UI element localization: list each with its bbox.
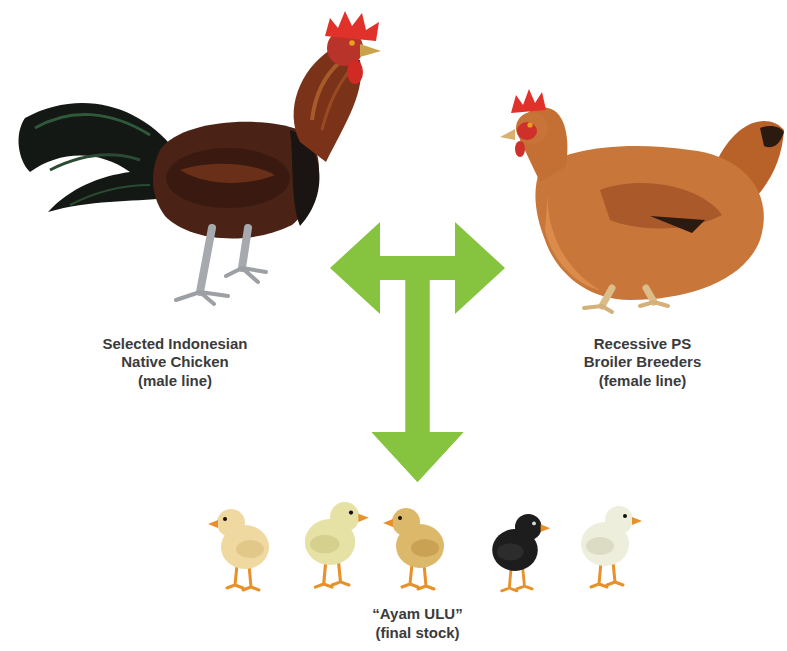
caption-text: (final stock) <box>375 624 459 643</box>
caption-text: (male line) <box>138 372 212 391</box>
figure-caption-node: Recessive PS Broiler Breeders(female lin… <box>505 60 780 395</box>
figure-caption-node: “Ayam ULU”(final stock) <box>185 482 650 647</box>
rooster-illustration <box>19 11 381 304</box>
cross-arrow <box>380 256 455 280</box>
hen-illustration <box>500 89 784 312</box>
caption-text: Recessive PS Broiler Breeders <box>577 335 709 372</box>
figure-caption-node: Selected Indonesian Native Chicken(male … <box>20 0 330 395</box>
caption-text: Selected Indonesian Native Chicken <box>93 335 258 372</box>
cross-arrow <box>418 268 506 432</box>
chicks-illustration <box>208 502 642 591</box>
caption-text: “Ayam ULU” <box>372 605 462 624</box>
caption-text: (female line) <box>599 372 687 391</box>
cross-arrow <box>330 268 418 432</box>
